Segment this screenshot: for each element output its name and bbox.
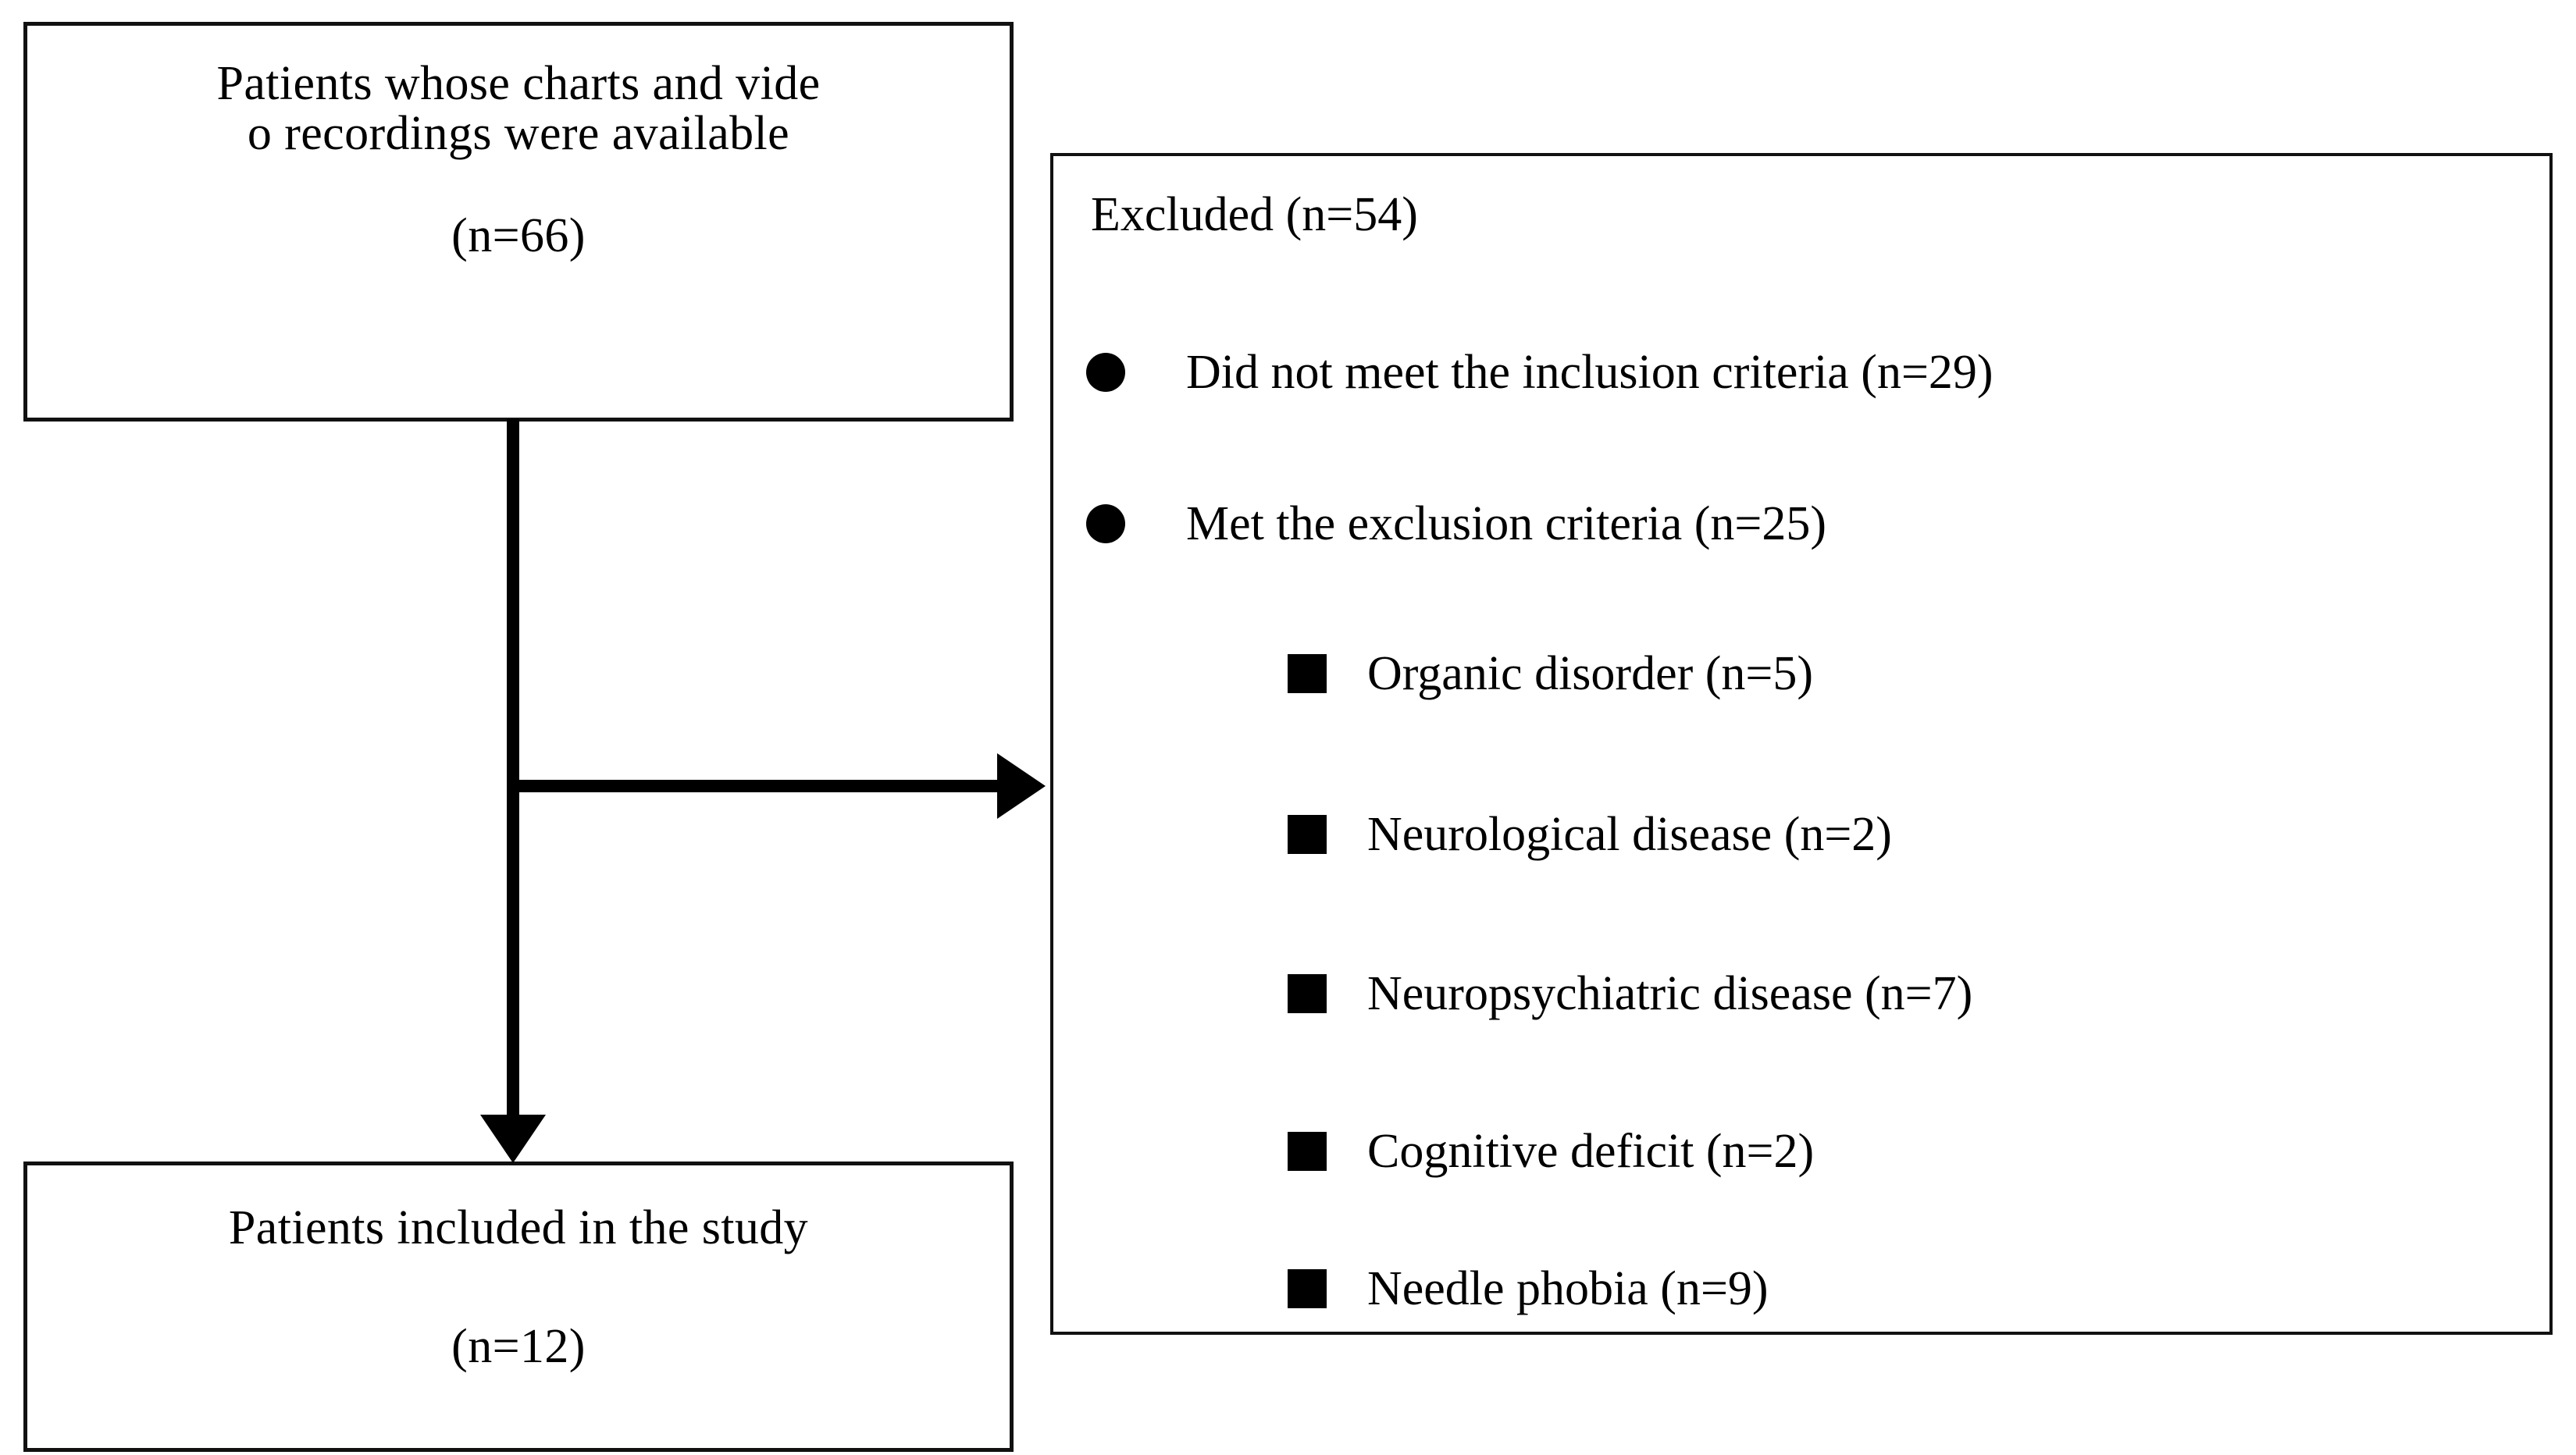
excluded-title: Excluded (n=54) — [1091, 188, 1418, 241]
excluded-primary-item-2: Met the exclusion criteria (n=25) — [1086, 500, 1826, 548]
box-patients-included: Patients included in the study (n=12) — [23, 1162, 1014, 1452]
square-bullet-icon — [1288, 654, 1327, 693]
square-bullet-icon — [1288, 815, 1327, 854]
square-bullet-icon — [1288, 1269, 1327, 1308]
excluded-sub-item-4: Cognitive deficit (n=2) — [1288, 1127, 1814, 1176]
branch-arrowhead-icon — [997, 753, 1046, 819]
box-included-count: (n=12) — [451, 1320, 586, 1374]
trunk-arrowhead-icon — [480, 1115, 546, 1163]
excluded-sub-item-3: Neuropsychiatric disease (n=7) — [1288, 969, 1972, 1018]
square-bullet-icon — [1288, 1132, 1327, 1171]
excluded-sub-item-3-label: Neuropsychiatric disease (n=7) — [1367, 967, 1973, 1020]
trunk-vertical-line — [507, 419, 519, 1121]
excluded-sub-item-5-label: Needle phobia (n=9) — [1367, 1262, 1769, 1315]
branch-horizontal-line — [507, 780, 999, 792]
excluded-sub-item-2-label: Neurological disease (n=2) — [1367, 808, 1892, 861]
excluded-primary-item-1: Did not meet the inclusion criteria (n=2… — [1086, 348, 1993, 397]
box-included-line-1: Patients included in the study — [228, 1201, 809, 1254]
disc-bullet-icon — [1086, 353, 1125, 392]
excluded-sub-item-1: Organic disorder (n=5) — [1288, 649, 1813, 698]
square-bullet-icon — [1288, 974, 1327, 1013]
excluded-primary-item-2-label: Met the exclusion criteria (n=25) — [1186, 497, 1827, 550]
excluded-sub-item-4-label: Cognitive deficit (n=2) — [1367, 1125, 1815, 1178]
box-patients-available: Patients whose charts and vide o recordi… — [23, 22, 1014, 422]
box-available-count: (n=66) — [451, 208, 586, 262]
excluded-sub-item-5: Needle phobia (n=9) — [1288, 1265, 1769, 1313]
excluded-primary-item-1-label: Did not meet the inclusion criteria (n=2… — [1186, 346, 1993, 399]
excluded-sub-item-1-label: Organic disorder (n=5) — [1367, 647, 1813, 700]
box-available-line-1: Patients whose charts and vide — [216, 57, 821, 110]
box-excluded: Excluded (n=54) Did not meet the inclusi… — [1050, 153, 2553, 1335]
box-available-line-2: o recordings were available — [247, 107, 790, 161]
excluded-sub-item-2: Neurological disease (n=2) — [1288, 810, 1892, 859]
disc-bullet-icon — [1086, 504, 1125, 543]
